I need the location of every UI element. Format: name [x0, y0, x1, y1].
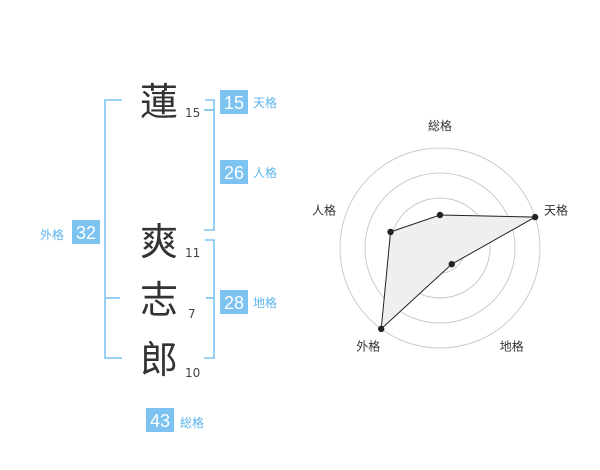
- radar-axis-label-3: 地格: [500, 339, 524, 354]
- name-char-4: 郎: [140, 338, 178, 382]
- chikaku-value: 28: [224, 293, 244, 313]
- jinkaku-bracket: [204, 109, 215, 231]
- soukaku-label: 総格: [180, 415, 204, 430]
- radar-axis-label-1: 総格: [428, 118, 452, 133]
- radar-shape: [378, 211, 539, 333]
- tenkaku-label: 天格: [253, 95, 277, 110]
- radar-point-1: [436, 211, 444, 219]
- radar-axis-label-2: 天格: [544, 202, 568, 217]
- radar-polygon: [380, 214, 537, 331]
- gaikaku-badge: [72, 220, 100, 244]
- name-structure-diagram: 蓮 15 爽 11 志 7 郎 10 15 天格 26 人格 28 地格 外格 …: [40, 80, 277, 432]
- radar-axis-label-4: 外格: [356, 339, 380, 354]
- soukaku-badge: [146, 408, 174, 432]
- gaikaku-label: 外格: [40, 227, 64, 242]
- name-char-3-strokes: 7: [188, 307, 196, 321]
- name-char-3: 志: [140, 278, 178, 322]
- name-char-1-strokes: 15: [185, 106, 200, 120]
- jinkaku-value: 26: [224, 163, 244, 183]
- gaikaku-bracket: [104, 99, 122, 359]
- tenkaku-value: 15: [224, 93, 244, 113]
- name-char-2: 爽: [140, 220, 178, 264]
- radar-point-4: [378, 325, 385, 333]
- soukaku-value: 43: [150, 411, 170, 431]
- radar-point-2: [531, 213, 539, 221]
- gaikaku-value: 32: [76, 223, 96, 243]
- chikaku-badge: [220, 290, 248, 314]
- name-char-2-strokes: 11: [185, 246, 200, 260]
- jinkaku-badge: [220, 160, 248, 184]
- radar-point-5: [387, 228, 394, 236]
- radar-axis-label-5: 人格: [312, 202, 336, 217]
- tenkaku-bracket: [204, 99, 215, 111]
- jinkaku-label: 人格: [253, 165, 277, 180]
- radar-ring-3: [364, 172, 516, 324]
- radar-point-3: [448, 260, 455, 268]
- chikaku-label: 地格: [253, 295, 277, 310]
- radar-ring-4: [339, 147, 541, 349]
- chikaku-bracket: [204, 239, 215, 359]
- tenkaku-badge: [220, 90, 248, 114]
- name-char-1: 蓮: [140, 80, 178, 124]
- name-char-4-strokes: 10: [185, 366, 200, 380]
